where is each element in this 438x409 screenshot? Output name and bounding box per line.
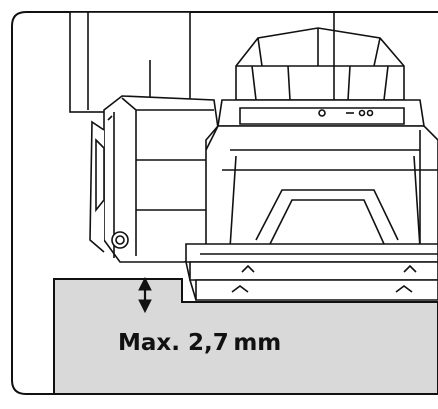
device-body xyxy=(205,125,438,249)
base-plate xyxy=(185,243,438,301)
frame-border xyxy=(11,11,438,395)
power-indicator-icon xyxy=(318,109,326,117)
side-housing xyxy=(89,95,219,263)
double-arrow-icon xyxy=(138,276,152,314)
laser-head xyxy=(217,12,425,141)
work-surface xyxy=(53,278,438,395)
mode-indicator-icon xyxy=(358,109,366,117)
mount-bracket xyxy=(69,11,191,240)
max-gap-label: Max. 2,7 mm xyxy=(118,330,282,356)
